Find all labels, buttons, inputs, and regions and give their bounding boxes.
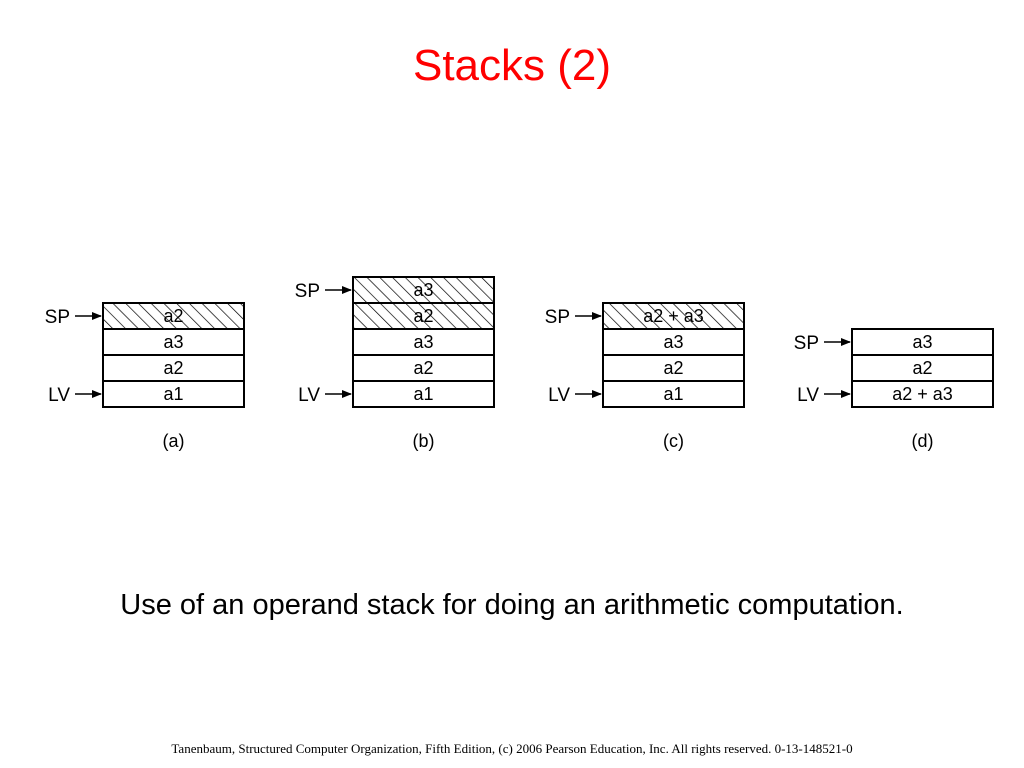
cell-box bbox=[851, 380, 994, 408]
stack-cell: a2 + a3 bbox=[602, 302, 745, 330]
hatched-cell-box bbox=[102, 302, 245, 330]
pointer-label: SP bbox=[545, 307, 570, 328]
stack-cell: a2 + a3 bbox=[851, 380, 994, 408]
cell-label: a3 bbox=[663, 332, 683, 352]
cell-box bbox=[102, 380, 245, 408]
slide-title: Stacks (2) bbox=[412, 41, 612, 90]
cell-label: a2 + a3 bbox=[892, 384, 953, 404]
pointer-label: LV bbox=[548, 385, 570, 406]
stack-cell: a3 bbox=[602, 328, 745, 356]
pointer-label: SP bbox=[45, 307, 70, 328]
stack-sublabel: (b) bbox=[413, 431, 435, 451]
stack-sublabel: (d) bbox=[912, 431, 934, 451]
hatched-cell-box bbox=[352, 276, 495, 304]
stack-cell: a3 bbox=[352, 328, 495, 356]
hatched-cell-box bbox=[352, 302, 495, 330]
stack-cell: a2 bbox=[602, 354, 745, 382]
stack-cell: a1 bbox=[602, 380, 745, 408]
cell-label: a2 bbox=[912, 358, 932, 378]
cell-box bbox=[602, 380, 745, 408]
cell-label: a3 bbox=[163, 332, 183, 352]
pointer-label: LV bbox=[298, 385, 320, 406]
cell-label: a3 bbox=[413, 280, 433, 300]
stack-cell: a2 bbox=[352, 302, 495, 330]
pointer-sp: SP bbox=[295, 281, 352, 302]
stack-sublabel: (c) bbox=[663, 431, 684, 451]
cell-label: a2 bbox=[163, 306, 183, 326]
cell-label: a3 bbox=[912, 332, 932, 352]
cell-label: a2 + a3 bbox=[643, 306, 704, 326]
stack-sublabel: (a) bbox=[163, 431, 185, 451]
cell-box bbox=[602, 328, 745, 356]
pointer-lv: LV bbox=[797, 385, 851, 406]
cell-box bbox=[102, 328, 245, 356]
stack-cell: a2 bbox=[851, 354, 994, 382]
pointer-label: SP bbox=[794, 333, 819, 354]
pointer-label: LV bbox=[797, 385, 819, 406]
cell-box bbox=[851, 354, 994, 382]
pointer-label: SP bbox=[295, 281, 320, 302]
pointer-label: LV bbox=[48, 385, 70, 406]
pointer-lv: LV bbox=[48, 385, 102, 406]
pointer-lv: LV bbox=[548, 385, 602, 406]
stack-cell: a3 bbox=[352, 276, 495, 304]
stack-c: a1 a2 a3 a2 + a3 LV SP (c) bbox=[545, 302, 745, 451]
cell-label: a2 bbox=[663, 358, 683, 378]
cell-box bbox=[602, 354, 745, 382]
copyright-footer: Tanenbaum, Structured Computer Organizat… bbox=[171, 741, 853, 756]
stack-cell: a3 bbox=[102, 328, 245, 356]
cell-label: a1 bbox=[163, 384, 183, 404]
cell-label: a2 bbox=[163, 358, 183, 378]
cell-label: a1 bbox=[413, 384, 433, 404]
cell-label: a2 bbox=[413, 358, 433, 378]
pointer-lv: LV bbox=[298, 385, 352, 406]
stack-cell: a1 bbox=[102, 380, 245, 408]
pointer-sp: SP bbox=[794, 333, 851, 354]
cell-box bbox=[851, 328, 994, 356]
pointer-sp: SP bbox=[545, 307, 602, 328]
stack-cell: a3 bbox=[851, 328, 994, 356]
diagram-caption: Use of an operand stack for doing an ari… bbox=[120, 589, 904, 621]
cell-label: a3 bbox=[413, 332, 433, 352]
stack-cell: a2 bbox=[102, 354, 245, 382]
hatched-cell-box bbox=[602, 302, 745, 330]
pointer-sp: SP bbox=[45, 307, 102, 328]
stack-cell: a1 bbox=[352, 380, 495, 408]
cell-label: a1 bbox=[663, 384, 683, 404]
stack-cell: a2 bbox=[352, 354, 495, 382]
cell-label: a2 bbox=[413, 306, 433, 326]
stack-cell: a2 bbox=[102, 302, 245, 330]
